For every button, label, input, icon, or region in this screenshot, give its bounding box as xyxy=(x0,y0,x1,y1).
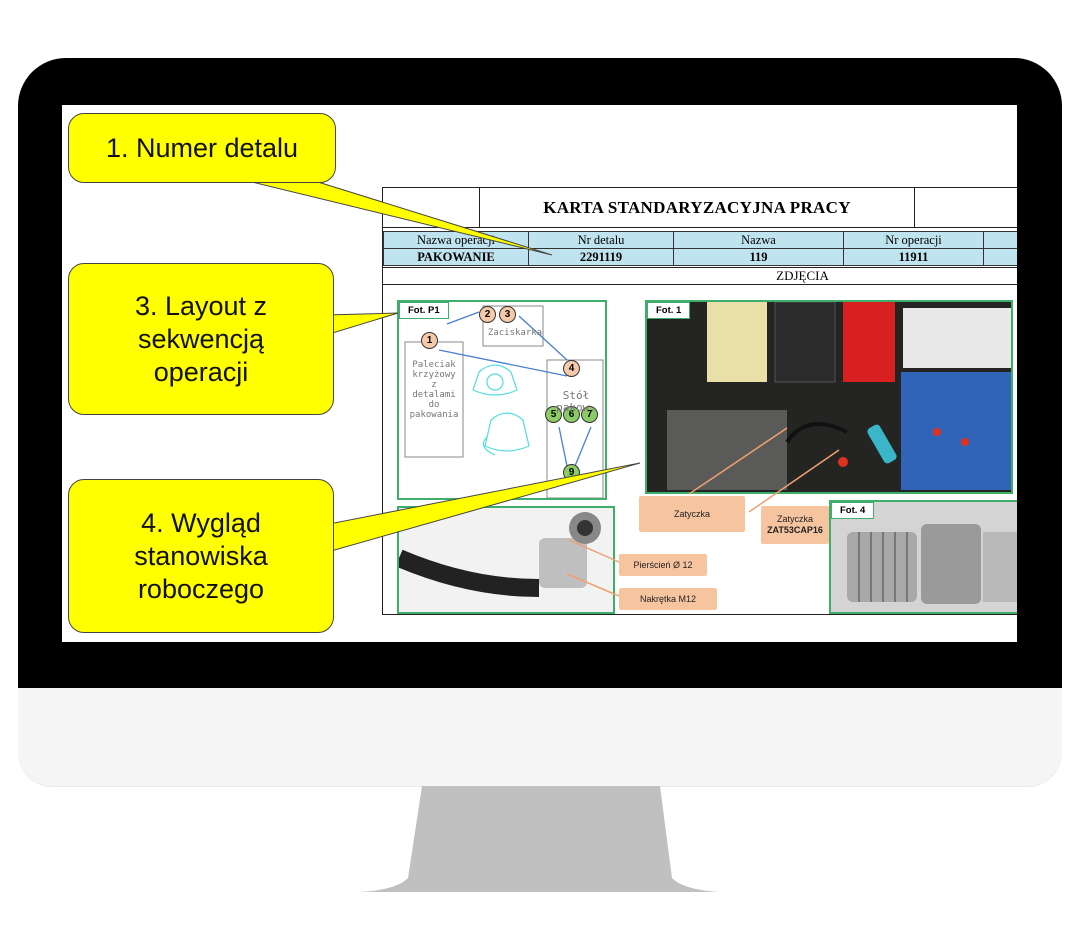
monitor-screen: KARTA STANDARYZACYJNA PRACY Nazwa operac… xyxy=(62,105,1017,642)
operation-info-table: Nazwa operacji Nr detalu Nazwa Nr operac… xyxy=(383,231,1017,266)
value-empty xyxy=(983,248,1017,266)
note-cap-code-value: ZAT53CAP16 xyxy=(767,525,823,535)
seq-step-9: 9 xyxy=(563,464,580,481)
seq-step-5: 5 xyxy=(545,406,562,423)
photos-section-title: ZDJĘCIA xyxy=(383,267,1017,285)
seq-step-6: 6 xyxy=(563,406,580,423)
layout-sketch-lines xyxy=(404,305,604,498)
callout-part-number: 1. Numer detalu xyxy=(68,113,336,183)
header-part-number: Nr detalu xyxy=(528,231,674,249)
header-name: Nazwa xyxy=(673,231,844,249)
work-standard-card: KARTA STANDARYZACYJNA PRACY Nazwa operac… xyxy=(382,187,1017,615)
monitor-chin xyxy=(18,688,1062,786)
sketch-label-clamp: Zaciskarka xyxy=(487,328,543,338)
seq-step-1: 1 xyxy=(421,332,438,349)
note-cap-code-label: Zatyczka xyxy=(776,514,813,524)
header-operation-name: Nazwa operacji xyxy=(383,231,529,249)
value-operation-number: 11911 xyxy=(843,248,984,266)
seq-step-4: 4 xyxy=(563,360,580,377)
table-value-row: PAKOWANIE 2291119 119 11911 xyxy=(383,248,1017,266)
panel-tag-p1: Fot. P1 xyxy=(399,302,449,319)
sketch-label-table: Stół pakow. xyxy=(556,389,596,414)
callout-layout: 3. Layout z sekwencją operacji xyxy=(68,263,334,415)
thread-photo-panel: Fot. 4 xyxy=(829,500,1017,614)
workstation-photo xyxy=(647,302,1011,492)
header-empty xyxy=(983,231,1017,249)
table-header-row: Nazwa operacji Nr detalu Nazwa Nr operac… xyxy=(383,231,1017,249)
doc-title: KARTA STANDARYZACYJNA PRACY xyxy=(479,188,915,228)
monitor-stand xyxy=(360,786,720,892)
layout-panel: Fot. P1 1 2 3 4 5 6 7 9 xyxy=(397,300,607,500)
value-operation-name: PAKOWANIE xyxy=(383,248,529,266)
note-cap-code: Zatyczka ZAT53CAP16 xyxy=(761,506,829,544)
panel-tag-f4: Fot. 4 xyxy=(831,502,875,519)
seq-step-3: 3 xyxy=(499,306,516,323)
note-nut: Nakrętka M12 xyxy=(619,588,717,610)
callout-workstation: 4. Wygląd stanowiska roboczego xyxy=(68,479,334,633)
note-ring: Pierścień Ø 12 xyxy=(619,554,707,576)
fitting-photo-art xyxy=(399,508,613,612)
workstation-photo-art xyxy=(647,302,1011,492)
seq-step-7: 7 xyxy=(581,406,598,423)
seq-step-2: 2 xyxy=(479,306,496,323)
fitting-photo-panel xyxy=(397,506,615,614)
sketch-label-pallet: Paleciak krzyżowy z detalami do pakowani… xyxy=(409,360,459,420)
note-cap: Zatyczka xyxy=(639,496,745,532)
title-row: KARTA STANDARYZACYJNA PRACY xyxy=(383,188,1017,228)
header-operation-number: Nr operacji xyxy=(843,231,984,249)
value-name: 119 xyxy=(673,248,844,266)
workstation-photo-panel: Fot. 1 xyxy=(645,300,1013,494)
thread-photo-art xyxy=(831,502,1017,612)
panel-tag-f1: Fot. 1 xyxy=(647,302,691,319)
value-part-number: 2291119 xyxy=(528,248,674,266)
